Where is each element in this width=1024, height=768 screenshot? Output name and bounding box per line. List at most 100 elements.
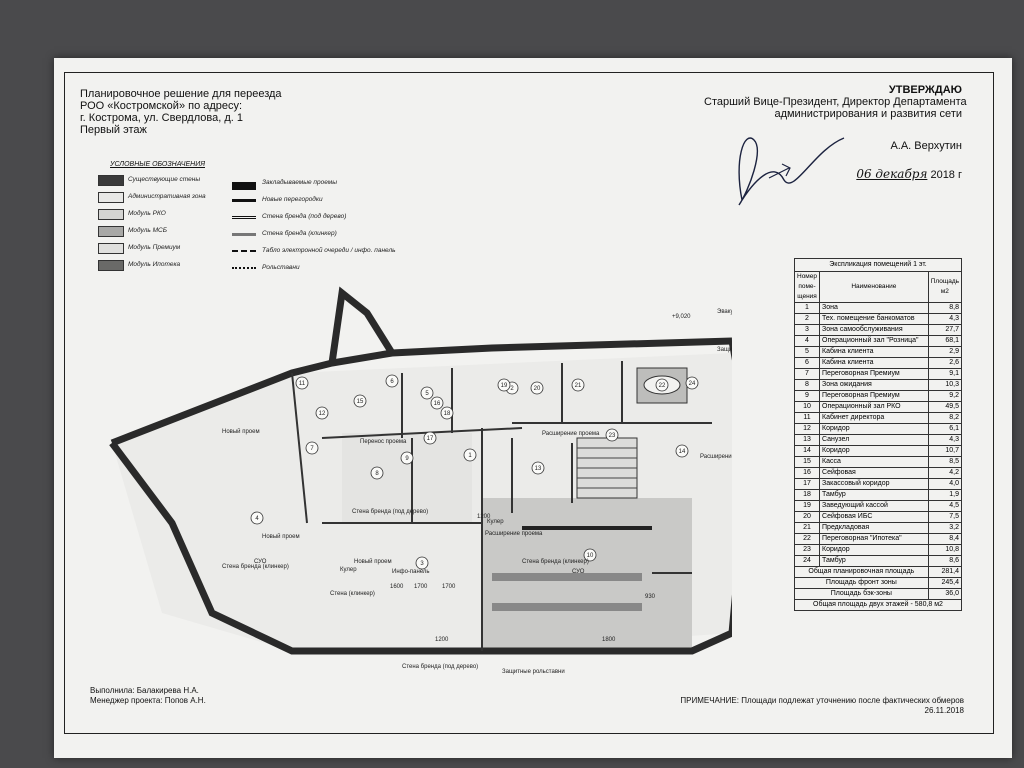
room-number: 6 <box>390 379 394 385</box>
room-number: 21 <box>575 383 582 389</box>
room-marker <box>583 548 597 562</box>
plan-annotations: +9,020 Эвакуационный выходЗащитные рольст… <box>222 308 732 675</box>
cell-num: 9 <box>793 390 821 402</box>
room-number: 1 <box>468 453 472 459</box>
room-number: 22 <box>659 383 666 389</box>
plan-annotation-widening-right: Расширение проема <box>700 454 732 460</box>
plan-annotation-shutters-right: Защитные рольставни <box>717 347 732 353</box>
approval-position-line1: Старший Вице-Президент, Директор Департа… <box>704 96 967 108</box>
plan-annotation-mark: +9,020 <box>672 314 691 320</box>
legend-swatch <box>98 175 124 186</box>
cell-name: Коридор <box>819 445 929 457</box>
cell-name: Тамбур <box>819 555 929 567</box>
header-name: Наименование <box>819 271 929 303</box>
cell-num: 24 <box>793 555 821 567</box>
room-number: 24 <box>689 381 696 387</box>
cell-num: 1 <box>793 302 821 314</box>
cell-name: Операционный зал РКО <box>819 401 929 413</box>
cell-area: 6,1 <box>927 423 963 435</box>
room-marker <box>305 441 319 455</box>
legend-label: Модуль МСБ <box>128 227 167 234</box>
cell-name: Кабинет директора <box>819 412 929 424</box>
approval-name: А.А. Верхутин <box>890 140 962 152</box>
room-marker <box>295 376 309 390</box>
room-marker <box>463 448 477 462</box>
cell-area: 8,2 <box>927 412 963 424</box>
plan-annotation-dim-7: 930 <box>645 594 656 600</box>
cell-name: Сейфовая ИБС <box>819 511 929 523</box>
legend-label: Административная зона <box>128 193 206 200</box>
room-number: 16 <box>434 401 441 407</box>
cell-num: 5 <box>793 346 821 358</box>
plan-annotation-dim-5: 1200 <box>477 514 491 520</box>
cell-num: 10 <box>793 401 821 413</box>
cell-area: 49,5 <box>927 401 963 413</box>
cell-area: 4,5 <box>927 500 963 512</box>
grand-total: Общая площадь двух этажей - 580,8 м2 <box>794 599 962 611</box>
cell-area: 7,5 <box>927 511 963 523</box>
cell-num: 23 <box>793 544 821 556</box>
cell-area: 2,6 <box>927 357 963 369</box>
cell-area: 8,5 <box>927 456 963 468</box>
plan-annotation-brand-wall-clinker-2: Стена бренда (клинкер) <box>522 559 589 565</box>
cell-name: Тамбур <box>819 489 929 501</box>
total-label: Площадь фронт зоны <box>794 577 929 589</box>
room-number: 8 <box>375 471 379 477</box>
room-number: 14 <box>679 449 686 455</box>
room-marker <box>420 386 434 400</box>
plan-annotation-emergency-exit: Эвакуационный выход <box>717 308 732 315</box>
room-number: 10 <box>587 553 594 559</box>
legend-line-swatch <box>232 233 256 236</box>
legend-line-swatch <box>232 199 256 202</box>
total-value: 245,4 <box>927 577 963 589</box>
plan-annotation-brand-wall-clinker-3: Стена (клинкер) <box>330 591 375 597</box>
cell-area: 4,3 <box>927 313 963 325</box>
legend-swatch <box>98 226 124 237</box>
room-number: 3 <box>420 561 424 567</box>
room-number: 5 <box>425 391 429 397</box>
legend-label: Новые перегородки <box>262 196 323 203</box>
plan-annotation-shutters-bottom: Защитные рольставни <box>502 669 565 675</box>
room-number: 11 <box>299 381 306 387</box>
cell-num: 2 <box>793 313 821 325</box>
approval-year: 2018 г <box>930 169 962 181</box>
room-marker <box>571 378 585 392</box>
cell-num: 12 <box>793 423 821 435</box>
room-marker <box>385 374 399 388</box>
room-number: 17 <box>427 436 434 442</box>
meeting-table-ipoteka <box>636 367 688 404</box>
cell-num: 3 <box>793 324 821 336</box>
legend-line-swatch <box>232 216 256 219</box>
handwritten-date: 06 декабря <box>856 167 928 181</box>
cell-area: 1,9 <box>927 489 963 501</box>
room-marker <box>400 451 414 465</box>
legend-label: Табло электронной очереди / инфо. панель <box>262 247 396 254</box>
cell-area: 4,3 <box>927 434 963 446</box>
cell-name: Заведующий кассой <box>819 500 929 512</box>
room-marker <box>531 461 545 475</box>
cell-num: 16 <box>793 467 821 479</box>
approval-block: УТВЕРЖДАЮ Старший Вице-Президент, Директ… <box>704 84 967 181</box>
cell-name: Коридор <box>819 544 929 556</box>
room-marker <box>415 556 429 570</box>
legend-swatch <box>98 243 124 254</box>
cell-num: 22 <box>793 533 821 545</box>
cell-num: 6 <box>793 357 821 369</box>
exterior-walls <box>109 286 732 655</box>
plan-annotation-brand-wall-wood-bottom: Стена бренда (под дерево) <box>402 664 478 670</box>
cell-name: Коридор <box>819 423 929 435</box>
plan-annotation-dim-4: 1200 <box>435 637 449 643</box>
plan-annotation-brand-wall-clinker-1: Стена бренда (клинкер) <box>222 564 289 570</box>
stair <box>576 437 638 499</box>
